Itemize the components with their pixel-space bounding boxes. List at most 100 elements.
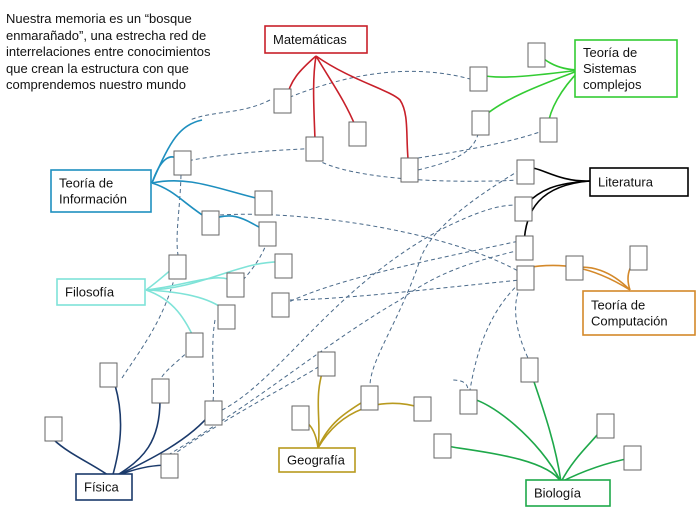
branch-line [441,444,562,483]
intro-text: Nuestra memoria es un “bosque enmarañado… [6,11,256,94]
discipline-box [574,39,678,98]
document-node [471,110,490,136]
discipline-literatura: Literatura [589,167,689,197]
dashed-link [159,344,196,381]
branch-line [151,179,265,201]
dashed-link [282,239,525,306]
document-node [515,235,534,261]
discipline-fisica: Física [75,473,133,501]
branch-line [145,261,284,291]
branches [53,49,639,483]
discipline-box [50,169,152,213]
document-node [348,121,367,147]
dashed-link [417,119,481,171]
document-node [360,385,379,411]
dashed-link [221,204,517,411]
dashed-link [212,319,216,403]
document-node [527,42,546,68]
discipline-label: Matemáticas [273,32,347,47]
dashed-link [305,149,521,182]
discipline-label: complejos [583,77,642,92]
document-node [520,357,539,383]
branch-line [53,439,113,479]
document-node [305,136,324,162]
document-node [151,378,170,404]
document-node [217,304,236,330]
document-node [317,351,336,377]
document-node [274,253,293,279]
dashed-link [417,129,546,159]
branch-line [151,182,211,221]
discipline-box [56,278,146,306]
document-node [469,66,488,92]
document-node [413,396,432,422]
dashed-link [369,169,521,387]
intro-line: comprendemos nuestro mundo [6,77,186,92]
discipline-label: Teoría de [591,298,645,313]
dashed-link [469,277,526,391]
document-node [539,117,558,143]
document-node [514,196,533,222]
document-node [44,416,63,442]
document-node [516,265,535,291]
discipline-label: Biología [534,486,582,501]
dashed-link [515,279,529,359]
document-node [201,210,220,236]
dashed-link [176,174,182,256]
discipline-label: Filosofía [65,285,115,300]
document-node [459,389,478,415]
dashed-link [282,279,521,301]
branch-line [315,55,410,169]
branch-line [523,180,591,246]
branch-line [111,411,213,479]
document-node [433,433,452,459]
document-node [596,413,615,439]
document-node [291,405,310,431]
document-node [226,272,245,298]
document-node [273,88,292,114]
document-node [629,245,648,271]
document-node [99,362,118,388]
dashed-link [121,267,178,379]
dashed-link [181,147,316,163]
intro-line: Nuestra memoria es un “bosque [6,11,192,26]
document-node [623,445,642,471]
branch-line [312,55,317,141]
discipline-label: Teoría de [59,176,113,191]
branch-line [560,457,632,483]
discipline-box [582,290,696,336]
dashed-link [189,99,271,121]
branch-line [524,180,591,206]
document-node [173,150,192,176]
intro-line: enmarañado”, una estrecha red de [6,27,207,43]
discipline-label: Literatura [598,175,654,190]
discipline-label: Geografía [287,453,346,468]
discipline-label: Teoría de [583,45,637,60]
branch-line [529,369,562,483]
branch-line [151,119,203,184]
discipline-box [264,25,368,54]
document-node [565,255,584,281]
branch-line [107,373,122,479]
discipline-box [75,473,133,501]
discipline-box [278,447,356,473]
document-node [258,221,277,247]
discipline-label: Computación [591,314,668,329]
dashed-link [165,361,327,461]
document-node [254,190,273,216]
branch-line [111,399,161,479]
dashed-link [282,70,471,101]
discipline-box [525,479,611,507]
knowledge-nodes [44,42,648,479]
document-node [160,453,179,479]
discipline-filosofia: Filosofía [56,278,146,306]
discipline-box [589,167,689,197]
document-node [185,332,204,358]
discipline-label: Física [84,480,119,495]
intro-line: que crean la estructura con que [6,60,189,76]
discipline-label: Sistemas [583,61,637,76]
